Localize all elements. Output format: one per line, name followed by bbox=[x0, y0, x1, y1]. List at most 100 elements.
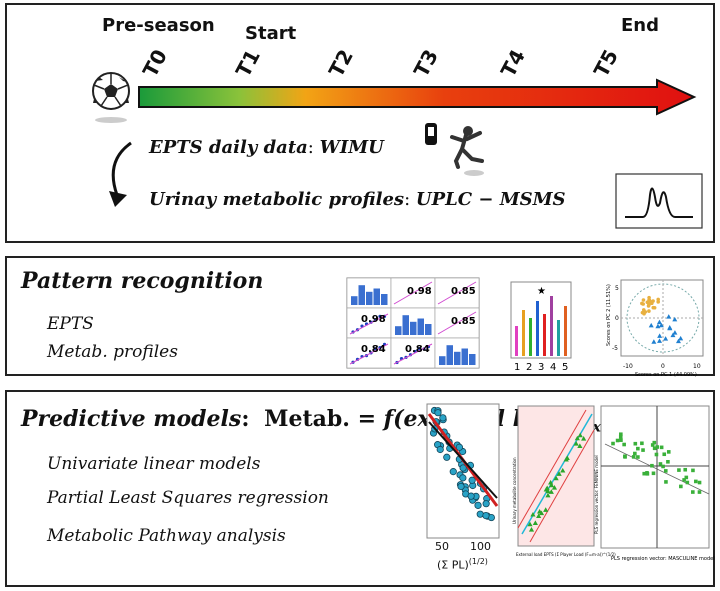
sc3-point bbox=[645, 471, 649, 475]
sc3-point bbox=[654, 452, 659, 457]
corr-hist-bar bbox=[395, 326, 402, 335]
pca-point-blue bbox=[667, 325, 673, 331]
sc3-point bbox=[661, 464, 665, 469]
sc3-point bbox=[664, 480, 668, 484]
corr-fit-line bbox=[437, 281, 477, 305]
sc3-ylabel: PLS regression vector: FEMININE model bbox=[594, 455, 599, 534]
corr-hist-bar bbox=[410, 321, 417, 335]
sc3-point bbox=[694, 479, 698, 484]
sc1-point bbox=[434, 409, 442, 417]
sc1-point bbox=[449, 468, 457, 476]
sc3-point bbox=[691, 468, 695, 473]
sc1-point bbox=[467, 492, 475, 500]
sc3-xlabel: PLS regression vector: MASCULINE model bbox=[611, 556, 715, 562]
soccer-ball-icon bbox=[92, 72, 130, 123]
pca-point-blue bbox=[678, 335, 684, 341]
model-item-univariate: Univariate linear models bbox=[47, 454, 261, 474]
tick-t5: T5 bbox=[588, 45, 623, 81]
tick-t2: T2 bbox=[323, 45, 358, 81]
bar bbox=[557, 320, 560, 356]
corr-value: 0.84 bbox=[361, 344, 386, 355]
pca-point-orange bbox=[647, 298, 652, 303]
corr-point bbox=[378, 314, 382, 318]
sc3-point bbox=[677, 468, 681, 472]
sc3-point bbox=[611, 441, 615, 446]
sc3-point bbox=[662, 452, 667, 457]
sc2-point bbox=[538, 510, 545, 516]
tick-t3: T3 bbox=[408, 45, 443, 81]
sc3-point bbox=[697, 490, 702, 494]
pattern-item-epts: EPTS bbox=[47, 314, 94, 334]
urinary-line: Urinay metabolic profiles: UPLC − MSMS bbox=[149, 189, 566, 210]
sc2-point bbox=[544, 485, 550, 491]
pattern-item-metab: Metab. profiles bbox=[47, 342, 178, 362]
sc2-point bbox=[564, 455, 570, 461]
sc3-point bbox=[619, 432, 623, 437]
pls-vector-plot: PLS regression vector: MASCULINE model PL… bbox=[594, 405, 715, 562]
pca-ytick: -5 bbox=[612, 345, 618, 352]
sc1-xlabel-wrap: (Σ PL)(1/2) bbox=[437, 557, 488, 572]
sc3-point bbox=[619, 438, 623, 442]
sc2-xlabel: External load EPTS (Σ Player Load (F=m·a… bbox=[516, 552, 616, 557]
sc1-point bbox=[455, 443, 464, 451]
sc3-point bbox=[641, 448, 645, 452]
bar bbox=[564, 306, 567, 356]
pca-point-blue bbox=[672, 330, 678, 335]
sc3-point bbox=[640, 441, 644, 446]
tick-t1: T1 bbox=[230, 45, 265, 81]
corr-value: 0.85 bbox=[451, 286, 476, 297]
pca-point-orange bbox=[643, 310, 648, 314]
sc1-xlabel: (Σ PL) bbox=[437, 558, 469, 572]
sc2-point bbox=[577, 443, 583, 449]
sc3-point bbox=[642, 471, 647, 476]
corr-fit-line bbox=[437, 311, 477, 335]
tick-t4: T4 bbox=[495, 45, 530, 81]
corr-cell bbox=[346, 307, 392, 339]
sc2-point bbox=[574, 435, 580, 441]
pca-point-blue bbox=[663, 336, 669, 341]
pca-point-blue bbox=[666, 314, 672, 319]
sc1-xtick-100: 100 bbox=[469, 540, 491, 553]
sc3-point bbox=[631, 455, 636, 459]
bar-tick-label: 4 bbox=[550, 362, 556, 373]
sc2-point bbox=[530, 511, 536, 517]
sc1-xlabel-sup: (1/2) bbox=[468, 557, 488, 566]
sc3-point bbox=[666, 459, 670, 464]
sc3-point bbox=[663, 469, 668, 473]
sc3-frame bbox=[600, 405, 710, 549]
sc3-point bbox=[650, 463, 654, 468]
sc2-point bbox=[532, 520, 538, 525]
sc1-point bbox=[459, 464, 467, 472]
start-label: Start bbox=[245, 23, 297, 44]
pre-season-label: Pre-season bbox=[102, 15, 215, 36]
pca-point-blue bbox=[655, 323, 661, 329]
sc2-point bbox=[545, 488, 551, 494]
corr-hist-bar bbox=[439, 356, 446, 365]
sc3-point bbox=[636, 455, 640, 459]
pca-point-blue bbox=[656, 319, 662, 325]
bar bbox=[543, 314, 546, 356]
player-icon bbox=[425, 123, 484, 176]
sc2-point bbox=[560, 467, 566, 473]
sc3-point bbox=[666, 450, 671, 454]
sc2-line-red-lower bbox=[529, 429, 595, 543]
pca-point-blue bbox=[648, 322, 654, 328]
timeline-arrow bbox=[138, 78, 697, 116]
sc3-point bbox=[658, 462, 663, 466]
pca-point-orange bbox=[647, 302, 651, 306]
pca-point-blue bbox=[672, 316, 678, 322]
sc3-point bbox=[633, 441, 638, 446]
urinary-label: Urinay metabolic profiles bbox=[149, 189, 405, 210]
sc3-point bbox=[622, 442, 626, 447]
predictive-title: Predictive models bbox=[21, 406, 242, 432]
pca-ylabel: Scores on PC 2 (11.51%) bbox=[606, 284, 612, 346]
sc3-point bbox=[682, 478, 686, 482]
sc3-point bbox=[685, 480, 690, 485]
sc2-line-red-upper bbox=[517, 409, 587, 529]
sc2-point bbox=[528, 527, 535, 532]
pattern-panel: Pattern recognition EPTS Metab. profiles… bbox=[5, 256, 715, 378]
sc3-point bbox=[650, 443, 655, 447]
bar-tick-label: 2 bbox=[526, 362, 532, 373]
pca-xtick: -10 bbox=[623, 363, 633, 370]
corr-value: 0.84 bbox=[405, 344, 430, 355]
